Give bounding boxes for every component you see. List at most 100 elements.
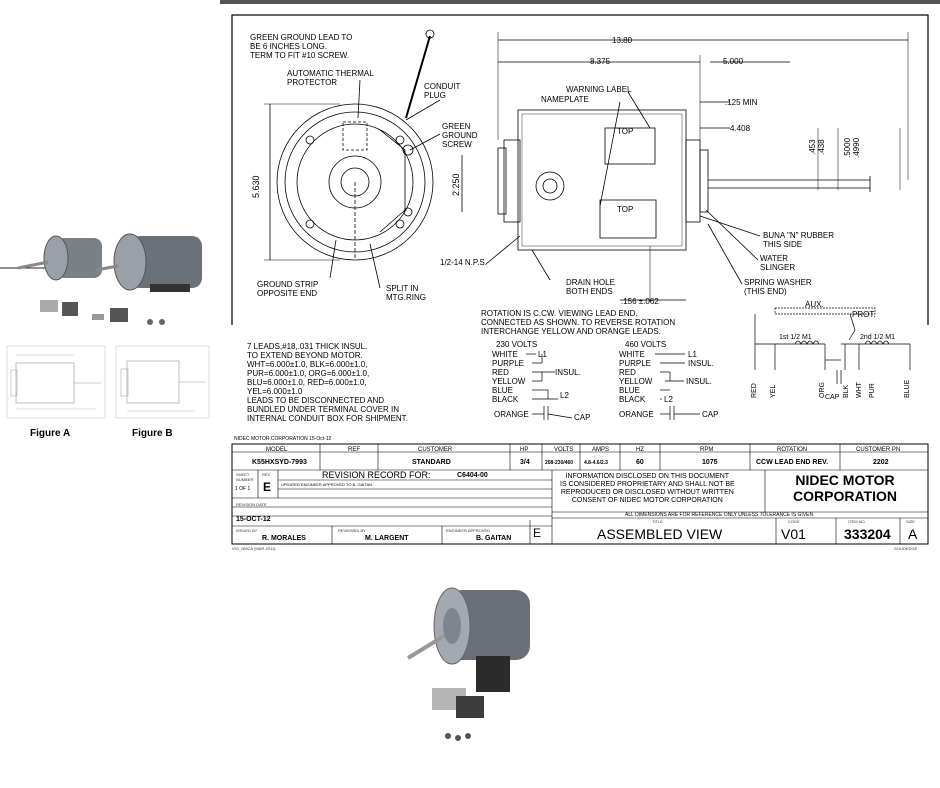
split-ring-note: SPLIT IN MTG.RING <box>386 284 426 302</box>
header-hp: HP <box>520 447 529 453</box>
w230-red: RED <box>492 368 509 377</box>
ground-strip-note: GROUND STRIP OPPOSITE END <box>257 280 319 298</box>
schematic-lead-red: RED <box>751 383 758 398</box>
motor-photos-thumbnail <box>0 233 202 325</box>
code-value: V01 <box>781 526 806 542</box>
w460-l2: L2 <box>664 395 673 404</box>
w460-cap: CAP <box>702 410 719 419</box>
header-rpm: RPM <box>700 447 714 453</box>
value-hz: 60 <box>636 459 644 466</box>
schematic-cap: CAP <box>825 394 840 401</box>
w230-white: WHITE <box>492 350 518 359</box>
dim-5-630: 5.630 <box>251 175 261 198</box>
issued-by: R. MORALES <box>262 535 306 542</box>
update-note: UPDATED ENGINEER APPROVED TO B. GAITAN <box>281 482 373 487</box>
header-volts: VOLTS <box>554 447 574 453</box>
green-ground-screw-note: GREEN GROUND SCREW <box>442 122 478 149</box>
motor-side-view <box>497 109 871 251</box>
w460-l1: L1 <box>688 350 697 359</box>
schematic-lead-blk: BLK <box>843 384 850 398</box>
wiring-lines <box>526 353 700 420</box>
schematic-lead-yel: YEL <box>770 384 777 398</box>
item-number: 333204 <box>844 526 891 542</box>
value-volts: 208-230/460 <box>545 460 574 466</box>
revision-record-no: C6404-00 <box>457 472 488 479</box>
spring-washer-note: SPRING WASHER (THIS END) <box>744 278 812 296</box>
size-value: A <box>908 526 918 542</box>
drawing-frame <box>231 14 929 325</box>
value-customer-pn: 2202 <box>873 459 889 466</box>
w230-title: 230 VOLTS <box>496 340 538 349</box>
figure-a-thumbnail <box>6 345 106 419</box>
company-name: NIDEC MOTOR CORPORATION <box>793 472 897 504</box>
figure-a-label: Figure A <box>30 428 71 439</box>
motor-photo <box>406 587 530 741</box>
issued-label: ISSUED BY <box>236 528 258 533</box>
w460-yellow: YELLOW <box>619 377 653 386</box>
corp-date: NIDEC MOTOR CORPORATION 15-Oct-12 <box>234 436 332 442</box>
revision-record-label: REVISION RECORD FOR: <box>322 470 431 480</box>
engineer-approved: B. GAITAN <box>476 535 512 542</box>
size-label: SIZE <box>906 519 915 524</box>
code-label: CODE <box>788 519 800 524</box>
rev-box: E <box>533 526 542 540</box>
schematic-prot: PROT. <box>852 310 876 319</box>
header-rotation: ROTATION <box>777 447 808 453</box>
dims-note: ALL DIMENSIONS ARE FOR REFERENCE ONLY UN… <box>625 512 814 518</box>
motor-end-view <box>276 29 435 261</box>
value-amps: 4.8-4.6/2.3 <box>584 460 608 466</box>
header-amps: AMPS <box>592 447 610 453</box>
dim-5000-4990: .5000 .4990 <box>843 137 861 158</box>
header-customer: CUSTOMER <box>418 447 453 453</box>
w230-l1: L1 <box>538 350 547 359</box>
motor-drawing <box>231 14 929 325</box>
engineer-label: ENGINEER APPROVED <box>446 528 491 533</box>
warning-label-note: WARNING LABEL <box>566 85 632 94</box>
revision-date-label: REVISION DATE <box>236 502 267 507</box>
w460-black: BLACK <box>619 395 646 404</box>
top-label-1: TOP <box>617 127 634 136</box>
reviewed-label: REVIEWED BY <box>338 528 366 533</box>
w230-l2: L2 <box>560 391 569 400</box>
conduit-plug-note: CONDUIT PLUG <box>424 82 461 100</box>
drawing-title: ASSEMBLED VIEW <box>597 526 723 542</box>
dim-156: .156 ±.062 <box>621 297 659 306</box>
header-ref: REF <box>348 447 360 453</box>
rev-letter: E <box>263 480 272 494</box>
sheet-number: 1 OF 1 <box>235 486 251 492</box>
w230-orange: ORANGE <box>494 410 529 419</box>
winding-schematic <box>754 307 911 384</box>
schematic-m1b: 2nd 1/2 M1 <box>860 334 896 341</box>
header-model: MODEL <box>266 447 288 453</box>
rev-label: REV <box>262 472 271 477</box>
dim-2-250: 2.250 <box>451 173 461 196</box>
w460-orange: ORANGE <box>619 410 654 419</box>
w230-blue: BLUE <box>492 386 513 395</box>
w230-yellow: YELLOW <box>492 377 526 386</box>
buna-rubber-note: BUNA "N" RUBBER THIS SIDE <box>763 231 835 249</box>
value-customer: STANDARD <box>412 459 451 466</box>
w460-title: 460 VOLTS <box>625 340 667 349</box>
w230-black: BLACK <box>492 395 519 404</box>
w230-insul: INSUL. <box>555 368 581 377</box>
value-rpm: 1075 <box>702 459 718 466</box>
figure-b-label: Figure B <box>132 428 173 439</box>
w460-white: WHITE <box>619 350 645 359</box>
w460-blue: BLUE <box>619 386 640 395</box>
water-slinger-note: WATER SLINGER <box>760 254 796 272</box>
w230-purple: PURPLE <box>492 359 525 368</box>
dim-125-min: .125 MIN <box>725 98 758 107</box>
w460-red: RED <box>619 368 636 377</box>
dim-453-438: .453 .438 <box>808 139 826 155</box>
w460-insul2: INSUL. <box>686 377 712 386</box>
value-rotation: CCW LEAD END REV. <box>756 459 829 466</box>
proprietary-info: INFORMATION DISCLOSED ON THIS DOCUMENT I… <box>560 473 735 504</box>
automatic-thermal-note: AUTOMATIC THERMAL PROTECTOR <box>287 69 374 87</box>
footer-left: V01_NMCA (MAR-2011) <box>232 546 276 551</box>
title-block-grid <box>231 443 929 545</box>
w460-insul1: INSUL. <box>688 359 714 368</box>
drain-hole-note: DRAIN HOLE BOTH ENDS <box>566 278 615 296</box>
footer-right: SOLIDEDGE <box>894 546 918 551</box>
title-label: TITLE <box>652 519 663 524</box>
schematic-lead-wht: WHT <box>856 382 863 398</box>
